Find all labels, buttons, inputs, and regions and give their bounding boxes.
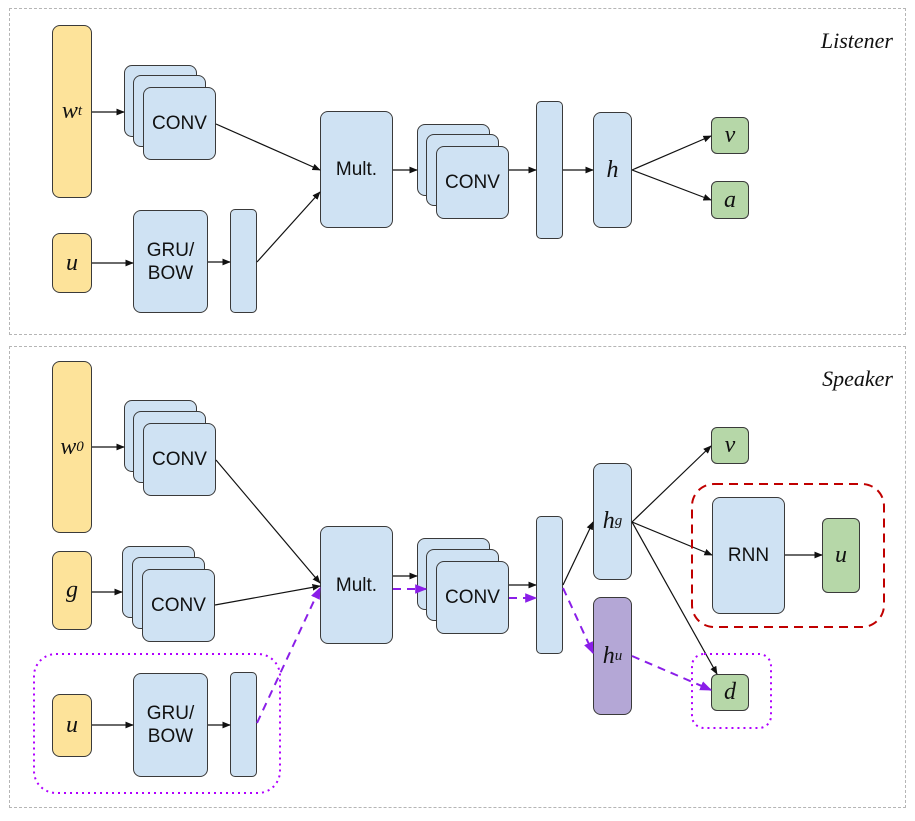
arrow-l-h-a — [631, 169, 712, 201]
speaker-output-u: u — [822, 518, 860, 593]
speaker-conv-g-label: CONV — [151, 595, 206, 616]
speaker-rnn-block: RNN — [712, 497, 785, 614]
speaker-conv-w-block: CONV — [143, 423, 216, 496]
listener-gru-block: GRU/ BOW — [133, 210, 208, 313]
listener-input-w-sub: t — [77, 103, 83, 119]
listener-title: Listener — [820, 28, 893, 53]
speaker-panel — [9, 346, 906, 808]
listener-input-u: u — [52, 233, 92, 293]
arrow-l-h-v — [631, 135, 712, 171]
speaker-output-u-label: u — [835, 542, 847, 568]
listener-conv-label: CONV — [152, 113, 207, 134]
speaker-rnn-label: RNN — [727, 545, 770, 566]
speaker-input-u-label: u — [66, 712, 78, 738]
arrow-s-convw-mult — [215, 459, 321, 584]
speaker-input-g-label: g — [66, 577, 78, 603]
speaker-input-u: u — [52, 694, 92, 757]
arrow-s-convg-mult — [214, 584, 321, 606]
speaker-gru-label-1: GRU/ — [146, 703, 195, 724]
listener-output-a-label: a — [724, 186, 736, 213]
rnn-highlight-box — [691, 483, 885, 628]
arrow-s-hg-d — [631, 521, 718, 675]
speaker-output-d-label: d — [724, 679, 736, 705]
listener-output-v-label: v — [724, 122, 736, 148]
speaker-title: Speaker — [822, 366, 893, 391]
speaker-input-g: g — [52, 551, 92, 630]
speaker-output-d: d — [711, 674, 749, 711]
speaker-gru-block: GRU/ BOW — [133, 673, 208, 777]
arrow-s-dashed-hu-d — [631, 655, 713, 691]
speaker-conv-g-block: CONV — [142, 569, 215, 642]
speaker-conv2-label: CONV — [445, 587, 500, 608]
arrow-s-hg-rnn — [631, 521, 713, 556]
speaker-hu-base: h — [602, 642, 615, 669]
speaker-gru-label-2: BOW — [147, 726, 194, 747]
speaker-conv2-block: CONV — [436, 561, 509, 634]
arrow-s-dashed-vec-mult — [256, 586, 321, 724]
speaker-output-v-label: v — [724, 432, 736, 458]
listener-conv2-block: CONV — [436, 146, 509, 219]
listener-gru-label-2: BOW — [147, 262, 194, 284]
listener-input-u-label: u — [66, 249, 78, 276]
listener-mult-label: Mult. — [335, 159, 378, 180]
speaker-mult-label: Mult. — [335, 574, 378, 596]
listener-input-w-base: w — [61, 98, 78, 124]
speaker-hg-sub: g — [614, 513, 623, 529]
speaker-hu-sub: u — [614, 647, 623, 664]
speaker-hg-base: h — [602, 508, 615, 534]
listener-output-a: a — [711, 181, 749, 219]
d-highlight-box — [691, 653, 772, 729]
arrow-s-dashed-vec-hu — [562, 587, 594, 655]
listener-panel — [9, 8, 906, 335]
listener-conv-block: CONV — [143, 87, 216, 160]
listener-conv2-label: CONV — [445, 172, 500, 193]
arrow-s-vec-hg — [562, 521, 594, 586]
speaker-input-w-base: w — [60, 433, 77, 460]
listener-mult-block: Mult. — [320, 111, 393, 228]
u-encoder-highlight-box — [33, 653, 281, 794]
arrow-s-hg-v — [631, 445, 712, 523]
listener-output-v: v — [711, 117, 749, 154]
listener-h-label: h — [606, 156, 619, 183]
arrow-l-vec-mult — [256, 191, 321, 263]
listener-gru-label-1: GRU/ — [146, 239, 195, 261]
speaker-input-w-sub: 0 — [76, 438, 84, 455]
speaker-conv-w-label: CONV — [152, 449, 207, 470]
arrow-l-conv-mult — [215, 123, 321, 171]
